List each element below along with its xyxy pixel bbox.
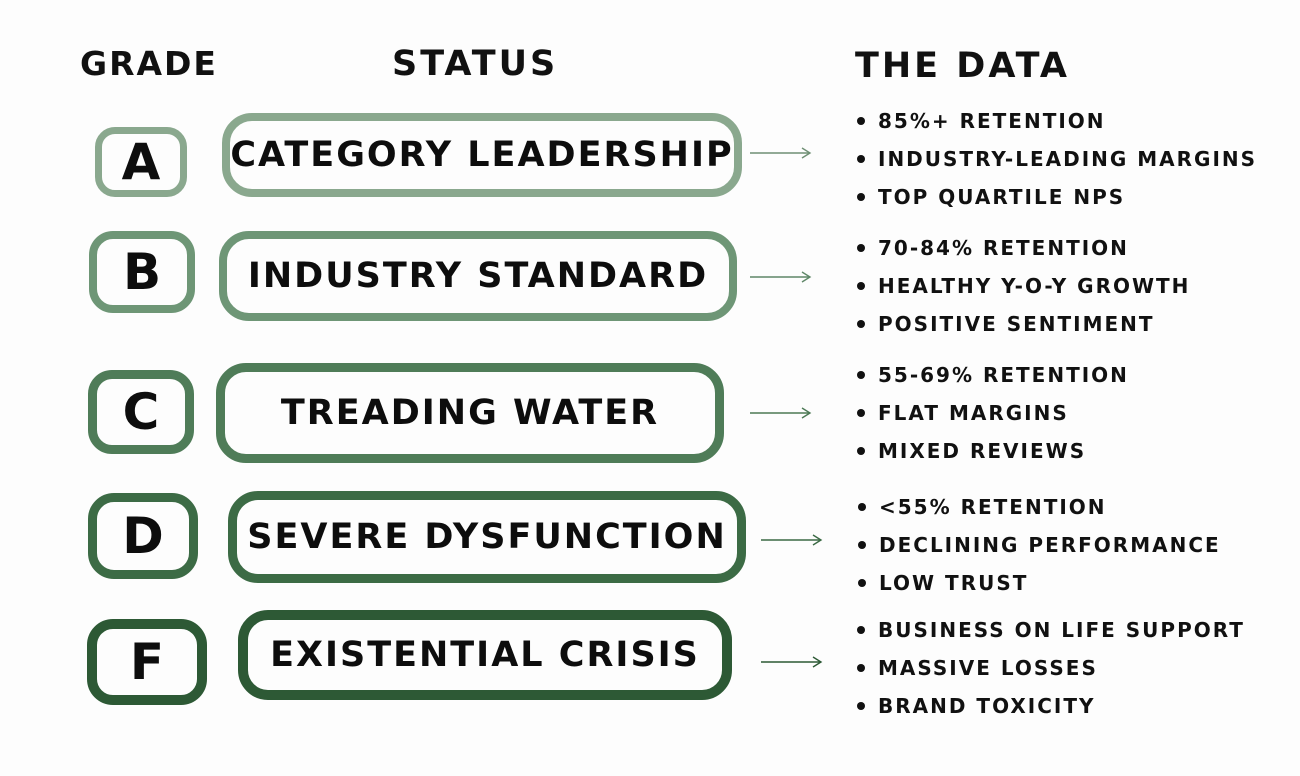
status-label: EXISTENTIAL CRISIS xyxy=(270,635,700,675)
status-box-category-leadership: CATEGORY LEADERSHIP xyxy=(222,113,742,197)
bullet-icon xyxy=(858,541,866,549)
grade-badge-a: A xyxy=(95,127,187,197)
bullet-icon xyxy=(857,702,865,710)
right-arrow-icon xyxy=(761,534,823,546)
bullet-icon xyxy=(857,664,865,672)
status-label: SEVERE DYSFUNCTION xyxy=(247,517,727,557)
data-bullet-list: 85%+ RETENTION INDUSTRY-LEADING MARGINS … xyxy=(857,102,1257,216)
right-arrow-icon xyxy=(750,147,812,159)
grade-row-b: B INDUSTRY STANDARD 70-84% RETENTION HEA… xyxy=(0,225,1300,336)
status-box-severe-dysfunction: SEVERE DYSFUNCTION xyxy=(228,491,746,583)
data-column-header: THE DATA xyxy=(855,46,1070,86)
status-label: CATEGORY LEADERSHIP xyxy=(230,135,734,175)
status-label: INDUSTRY STANDARD xyxy=(247,256,709,296)
list-item: POSITIVE SENTIMENT xyxy=(857,305,1190,343)
bullet-icon xyxy=(858,579,866,587)
status-column-header: STATUS xyxy=(392,44,559,84)
list-item: INDUSTRY-LEADING MARGINS xyxy=(857,140,1257,178)
status-box-treading-water: TREADING WATER xyxy=(216,363,724,463)
grade-badge-b: B xyxy=(89,231,195,313)
bullet-icon xyxy=(857,155,865,163)
list-item: 70-84% RETENTION xyxy=(857,229,1190,267)
bullet-icon xyxy=(857,193,865,201)
grade-badge-c: C xyxy=(88,370,194,454)
list-item: DECLINING PERFORMANCE xyxy=(858,526,1221,564)
grade-letter: B xyxy=(122,243,162,301)
list-item: FLAT MARGINS xyxy=(857,394,1129,432)
status-box-industry-standard: INDUSTRY STANDARD xyxy=(219,231,737,321)
bullet-icon xyxy=(857,447,865,455)
grade-letter: D xyxy=(122,507,164,565)
list-item: BUSINESS ON LIFE SUPPORT xyxy=(857,611,1245,649)
grade-row-c: C TREADING WATER 55-69% RETENTION FLAT M… xyxy=(0,360,1300,470)
status-box-existential-crisis: EXISTENTIAL CRISIS xyxy=(238,610,732,700)
grade-row-f: F EXISTENTIAL CRISIS BUSINESS ON LIFE SU… xyxy=(0,605,1300,718)
data-bullet-list: BUSINESS ON LIFE SUPPORT MASSIVE LOSSES … xyxy=(857,611,1245,725)
bullet-icon xyxy=(857,409,865,417)
data-bullet-list: 55-69% RETENTION FLAT MARGINS MIXED REVI… xyxy=(857,356,1129,470)
bullet-icon xyxy=(857,626,865,634)
list-item: 55-69% RETENTION xyxy=(857,356,1129,394)
list-item: TOP QUARTILE NPS xyxy=(857,178,1257,216)
grade-row-a: A CATEGORY LEADERSHIP 85%+ RETENTION IND… xyxy=(0,105,1300,215)
bullet-icon xyxy=(858,503,866,511)
grade-badge-d: D xyxy=(88,493,198,579)
right-arrow-icon xyxy=(750,407,812,419)
bullet-icon xyxy=(857,320,865,328)
grade-letter: F xyxy=(129,633,165,691)
list-item: LOW TRUST xyxy=(858,564,1221,602)
bullet-icon xyxy=(857,244,865,252)
list-item: 85%+ RETENTION xyxy=(857,102,1257,140)
grade-row-d: D SEVERE DYSFUNCTION <55% RETENTION DECL… xyxy=(0,485,1300,595)
grade-letter: C xyxy=(122,383,160,441)
bullet-icon xyxy=(857,282,865,290)
list-item: MIXED REVIEWS xyxy=(857,432,1129,470)
grade-column-header: GRADE xyxy=(80,44,218,83)
list-item: HEALTHY Y-O-Y GROWTH xyxy=(857,267,1190,305)
data-bullet-list: <55% RETENTION DECLINING PERFORMANCE LOW… xyxy=(858,488,1221,602)
right-arrow-icon xyxy=(750,271,812,283)
right-arrow-icon xyxy=(761,656,823,668)
list-item: BRAND TOXICITY xyxy=(857,687,1245,725)
bullet-icon xyxy=(857,371,865,379)
bullet-icon xyxy=(857,117,865,125)
list-item: MASSIVE LOSSES xyxy=(857,649,1245,687)
grade-badge-f: F xyxy=(87,619,207,705)
data-bullet-list: 70-84% RETENTION HEALTHY Y-O-Y GROWTH PO… xyxy=(857,229,1190,343)
status-label: TREADING WATER xyxy=(280,393,660,433)
grade-letter: A xyxy=(121,133,161,191)
list-item: <55% RETENTION xyxy=(858,488,1221,526)
